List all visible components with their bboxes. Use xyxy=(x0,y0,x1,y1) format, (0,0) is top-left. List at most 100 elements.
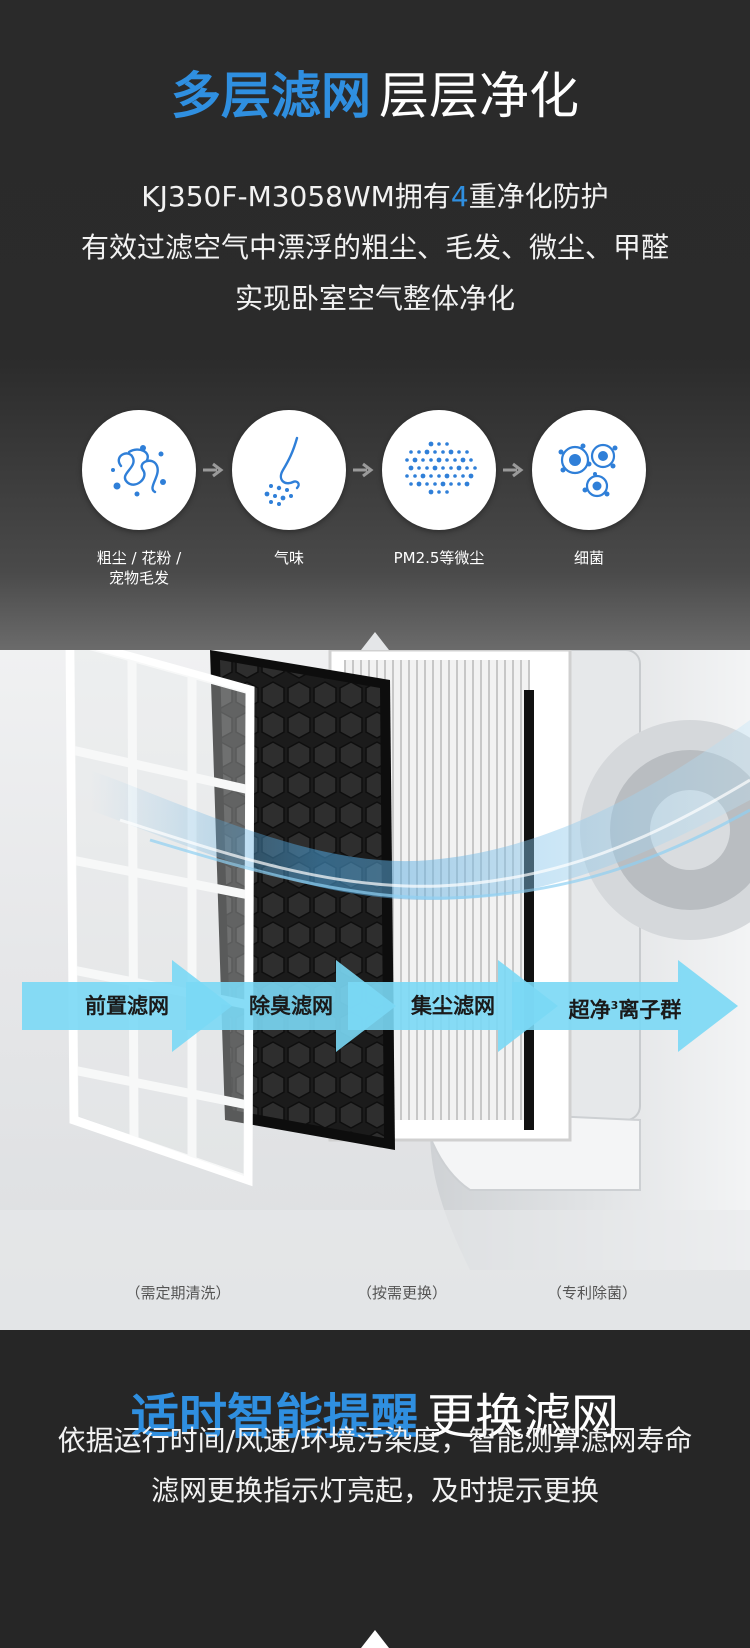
fine-dust-dot xyxy=(432,465,438,471)
headline-text: 层层净化 xyxy=(379,67,579,125)
fine-dust-dot xyxy=(416,481,422,487)
description-line-3: 实现卧室空气整体净化 xyxy=(234,282,515,315)
fine-dust-dot xyxy=(433,450,437,454)
dust-hair-circle xyxy=(82,410,196,530)
icon-label-line: 宠物毛发 xyxy=(108,569,169,587)
fine-dust-dot xyxy=(473,466,477,470)
fine-dust-dot xyxy=(436,457,442,463)
nose-odor-icon xyxy=(264,436,300,506)
layer-count: 4 xyxy=(450,180,469,213)
stage-label-sup: 3 xyxy=(610,999,619,1012)
reminder-headline-text: 更换滤网 xyxy=(427,1389,620,1445)
note-replace-as-needed: （按需更换） xyxy=(356,1284,447,1302)
fine-dust-dot xyxy=(456,465,462,471)
icon-label-bacteria: 细菌 xyxy=(573,549,604,567)
fine-dust-dot xyxy=(408,465,414,471)
fine-dust-dot xyxy=(437,474,441,478)
note-clean-regularly: （需定期清洗） xyxy=(125,1284,231,1302)
dust-hair-icon xyxy=(111,445,166,497)
model-text: KJ350F-M3058WM拥有 xyxy=(141,180,451,213)
fine-dust-dot xyxy=(449,466,453,470)
fine-dust-dot xyxy=(428,489,434,495)
stage-arrow-dust-filter: 集尘滤网 xyxy=(348,960,558,1052)
fine-dust-dot xyxy=(421,458,425,462)
fine-dust-dot xyxy=(449,482,453,486)
description-line-1: KJ350F-M3058WM拥有4重净化防护 xyxy=(0,180,750,214)
fine-dust-dot xyxy=(440,481,446,487)
fine-dust-dot xyxy=(457,482,461,486)
arrow-right-icon xyxy=(353,462,374,478)
section-pointer xyxy=(361,1630,389,1648)
fine-dust-dot xyxy=(413,474,417,478)
fine-dust-dot xyxy=(457,450,461,454)
headline-highlight: 多层滤网 xyxy=(171,67,371,125)
fine-dust-dot xyxy=(429,458,433,462)
fine-dust-dot xyxy=(420,473,426,479)
fine-dust-dot xyxy=(425,482,429,486)
fine-dust-dot xyxy=(445,490,449,494)
stage-label: 超净3离子群 xyxy=(512,960,738,1052)
fine-dust-dot xyxy=(445,442,449,446)
fine-dust-dot xyxy=(417,450,421,454)
fine-dust-dot xyxy=(453,474,457,478)
fine-dust-dot xyxy=(453,458,457,462)
stage-arrow-deodor-filter: 除臭滤网 xyxy=(186,960,396,1052)
description-line-2: 有效过滤空气中漂浮的粗尘、毛发、微尘、甲醛 xyxy=(80,231,669,264)
filter-layers-photo: 前置滤网 除臭滤网 集尘滤网 超净3离子群 （需定期清洗） （按需更换） （专利… xyxy=(0,650,750,1330)
fine-dust-dot xyxy=(433,482,437,486)
fine-dust-dot xyxy=(409,482,413,486)
stage-label: 前置滤网 xyxy=(85,994,169,1018)
reminder-headline-highlight: 适时智能提醒 xyxy=(130,1389,419,1445)
bacteria-icon xyxy=(558,443,618,498)
reminder-description-line-1: 依据运行时间/风速/环境污染度，智能测算滤网寿命 xyxy=(57,1424,693,1457)
fine-dust-dot xyxy=(417,466,421,470)
fine-dust-dot xyxy=(461,474,465,478)
fine-dust-dot xyxy=(441,450,445,454)
purifier-filters-illustration xyxy=(0,650,750,1330)
fine-dust-dot xyxy=(437,442,441,446)
icon-label-dust: 粗尘 / 花粉 / 宠物毛发 xyxy=(59,548,219,588)
protection-text: 重净化防护 xyxy=(468,180,609,213)
reminder-headline: 适时智能提醒更换滤网 xyxy=(0,1388,750,1446)
arrow-right-icon xyxy=(203,462,224,478)
fine-dust-dot xyxy=(425,466,429,470)
stage-label: 集尘滤网 xyxy=(411,994,495,1018)
fine-dust-dot xyxy=(469,458,473,462)
headline: 多层滤网层层净化 xyxy=(0,66,750,126)
fine-dust-dot xyxy=(437,490,441,494)
fine-dust-dot xyxy=(409,450,413,454)
fine-dust-dot xyxy=(405,458,409,462)
stage-label-tail: 离子群 xyxy=(618,998,682,1022)
fine-dust-dot xyxy=(444,473,450,479)
fine-dust-icon xyxy=(405,441,477,495)
intro-section: 多层滤网层层净化 KJ350F-M3058WM拥有4重净化防护 有效过滤空气中漂… xyxy=(0,0,750,650)
stage-label: 除臭滤网 xyxy=(249,994,333,1018)
icon-label-fine-dust: PM2.5等微尘 xyxy=(393,549,485,567)
fine-dust-circle xyxy=(382,410,496,530)
fine-dust-dot xyxy=(468,473,474,479)
bacteria-circle xyxy=(532,410,646,530)
stage-arrow-ion: 超净3离子群 xyxy=(512,960,738,1052)
stage-label-main: 超净 xyxy=(568,998,611,1022)
fine-dust-dot xyxy=(429,474,433,478)
fine-dust-dot xyxy=(428,441,434,447)
fine-dust-dot xyxy=(424,449,430,455)
icon-label-odor: 气味 xyxy=(273,549,304,567)
fine-dust-dot xyxy=(445,458,449,462)
section-pointer xyxy=(361,632,389,650)
fine-dust-dot xyxy=(412,457,418,463)
fine-dust-dot xyxy=(465,450,469,454)
reminder-description-line-2: 滤网更换指示灯亮起，及时提示更换 xyxy=(150,1474,599,1507)
fine-dust-dot xyxy=(441,466,445,470)
fine-dust-dot xyxy=(465,466,469,470)
pollutant-icon-row: 粗尘 / 花粉 / 宠物毛发 气味 PM2.5等微尘 细菌 xyxy=(0,410,750,590)
fine-dust-dot xyxy=(405,474,409,478)
note-patented-sterilization: （专利除菌） xyxy=(546,1284,637,1302)
fine-dust-dot xyxy=(460,457,466,463)
reminder-section: 适时智能提醒更换滤网 依据运行时间/风速/环境污染度，智能测算滤网寿命 滤网更换… xyxy=(0,1330,750,1648)
icon-label-line: 粗尘 / 花粉 / xyxy=(96,549,182,567)
stage-arrow-pre-filter: 前置滤网 xyxy=(22,960,232,1052)
arrow-right-icon xyxy=(503,462,524,478)
fine-dust-dot xyxy=(448,449,454,455)
fine-dust-dot xyxy=(464,481,470,487)
